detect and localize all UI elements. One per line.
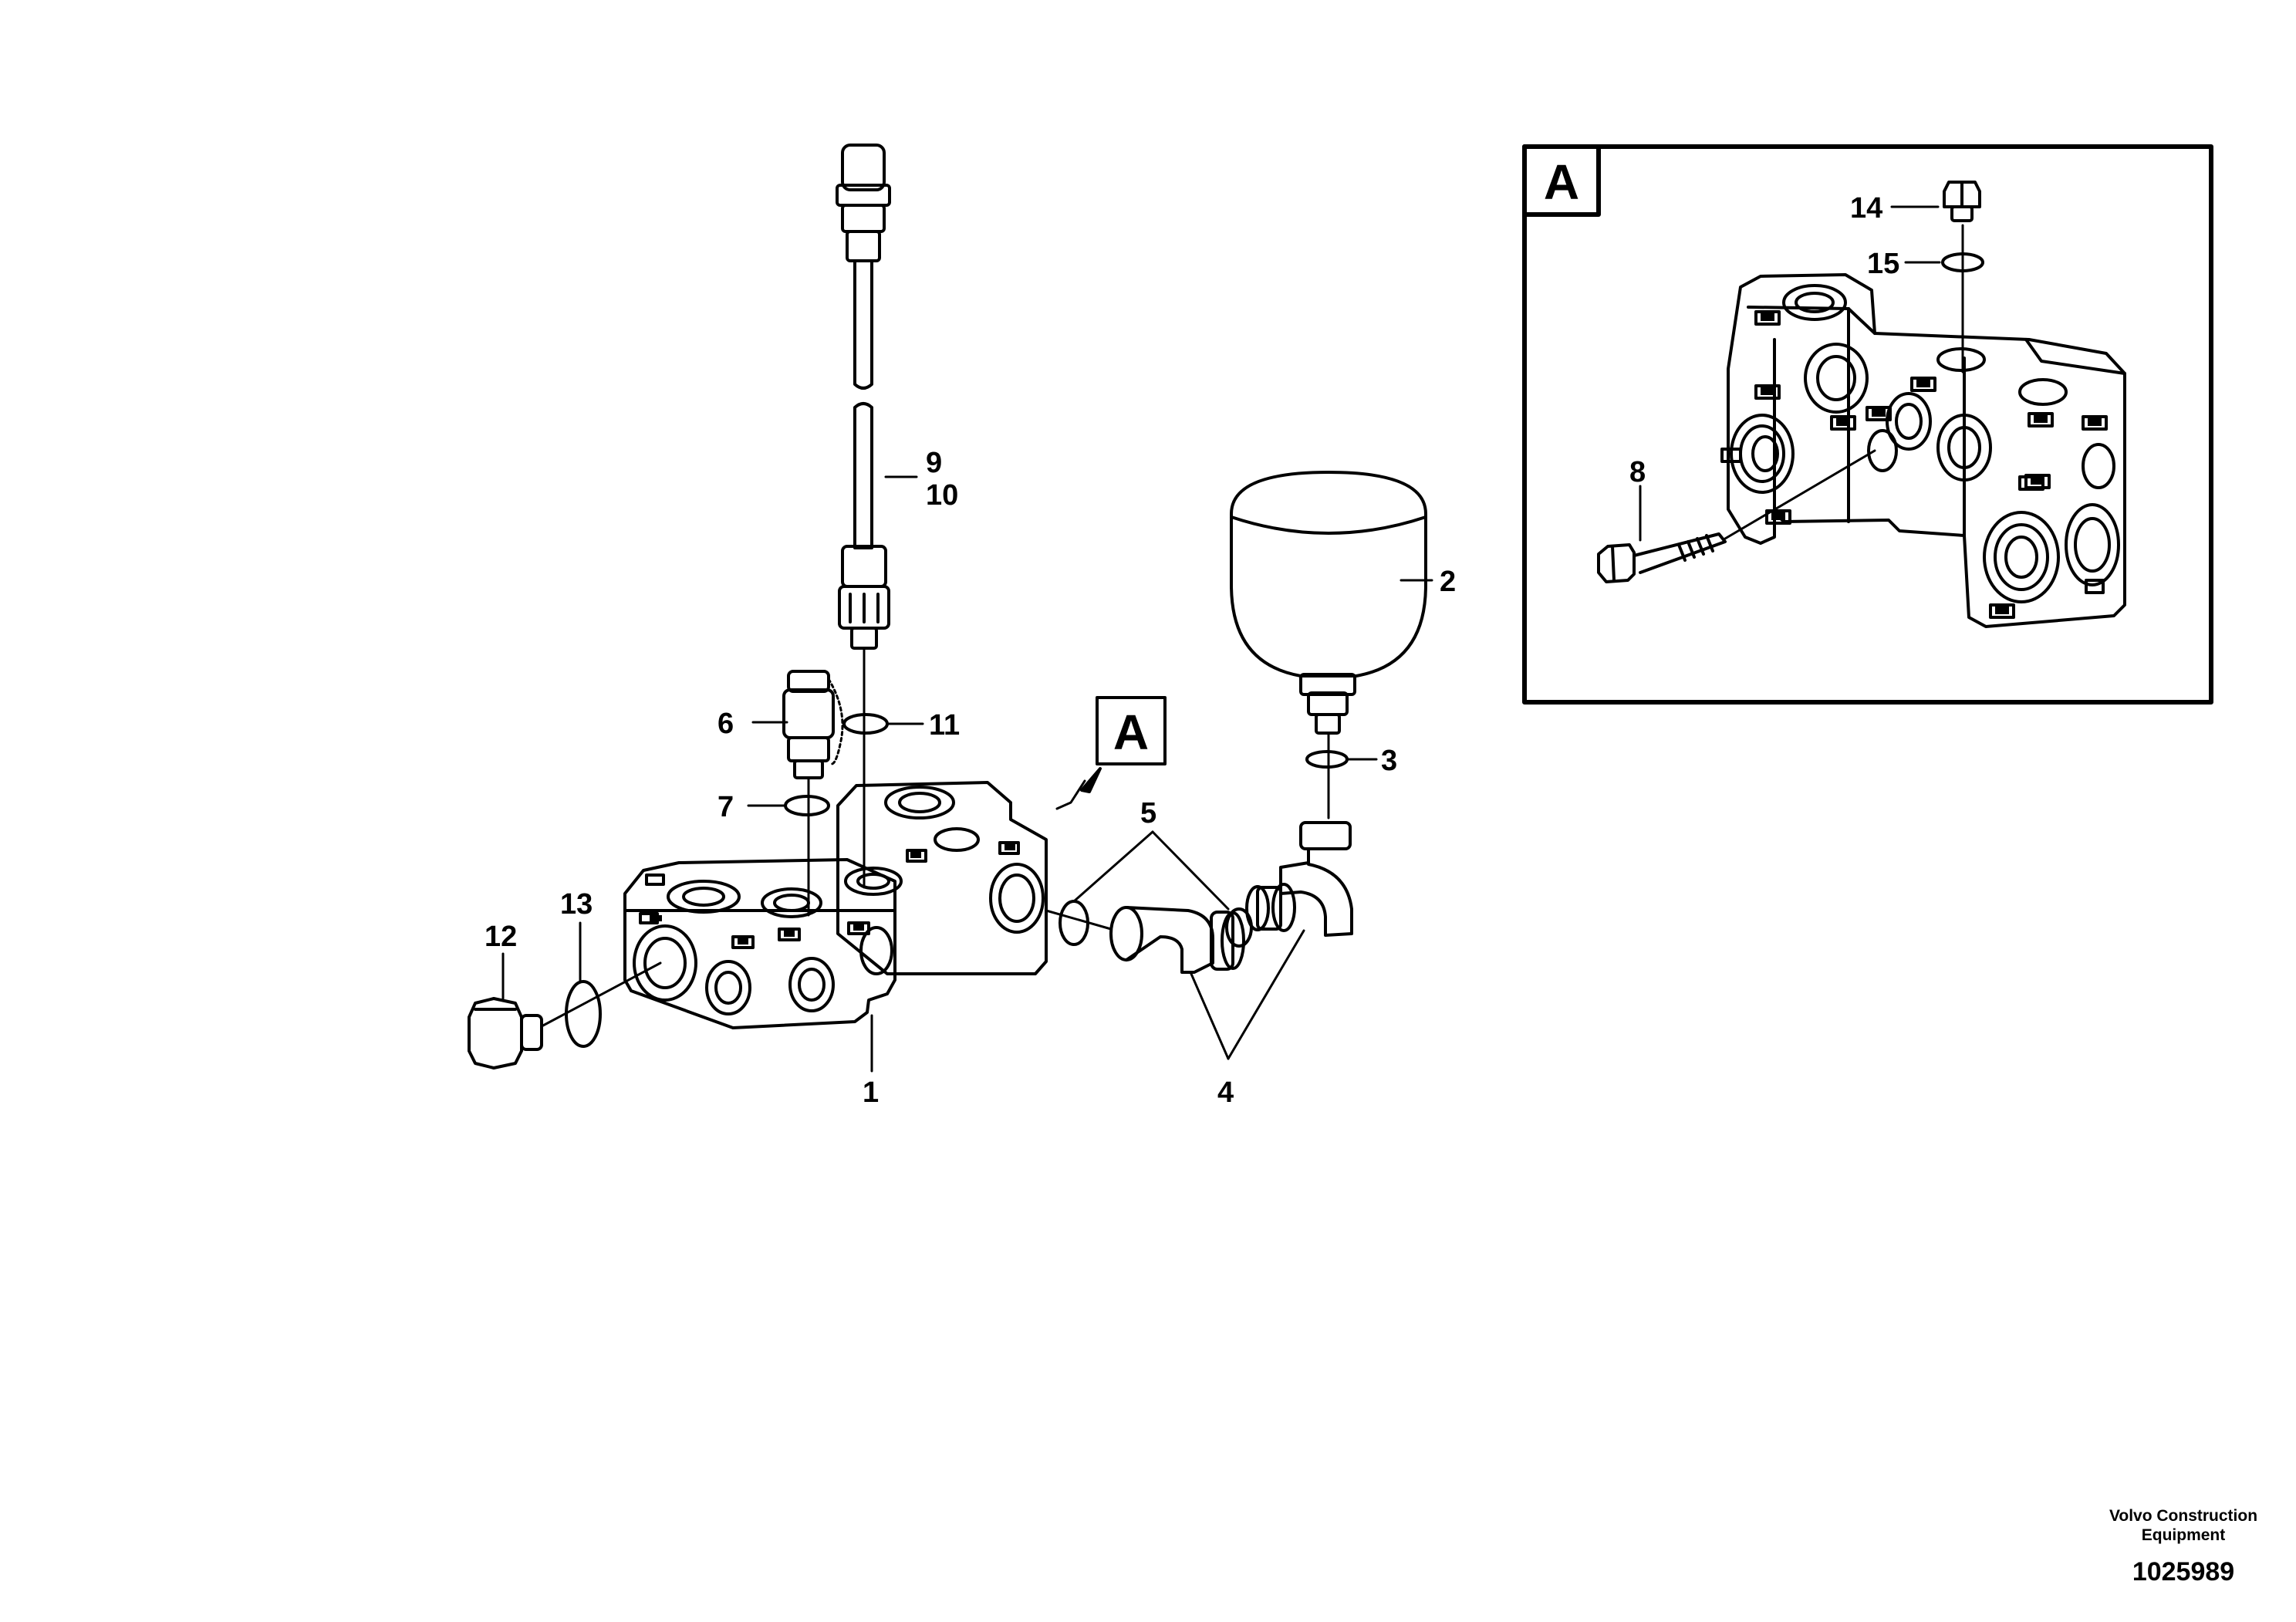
callout-4: 4 <box>1217 1076 1234 1109</box>
pressure-sensor-rod <box>836 144 891 889</box>
inset-bolt-8 <box>1597 449 1876 583</box>
drawing-number: 1025989 <box>2132 1557 2235 1587</box>
o-ring-3 <box>1305 750 1349 769</box>
callout-2: 2 <box>1440 566 1456 598</box>
callout-9: 9 <box>926 447 942 479</box>
test-nipple <box>782 670 844 917</box>
brand-caption: Volvo Construction Equipment <box>2052 1506 2296 1545</box>
seal-washer-7 <box>784 795 830 816</box>
callout-5: 5 <box>1140 797 1156 830</box>
callout-1: 1 <box>863 1076 879 1109</box>
callout-13: 13 <box>560 888 593 921</box>
detail-ref-box-main <box>1055 696 1167 810</box>
o-ring-5-left <box>1059 900 1089 946</box>
inset-plug-14 <box>1943 181 1981 222</box>
brand-line-1: Volvo Construction <box>2109 1507 2258 1525</box>
o-ring-13 <box>565 980 602 1048</box>
callout-6: 6 <box>718 708 734 740</box>
leader-lines <box>501 475 1433 1073</box>
port-tags <box>650 313 2102 944</box>
callout-labels: 1 2 3 4 5 6 7 8 9 10 11 12 13 14 15 <box>485 192 1899 1109</box>
callout-3: 3 <box>1381 745 1397 777</box>
inset-valve-block <box>1720 273 2126 628</box>
callout-8: 8 <box>1629 456 1646 488</box>
elbow-fitting-upper <box>1245 821 1353 937</box>
seal-washer-11 <box>842 713 889 735</box>
plug-12 <box>468 997 543 1070</box>
callout-12: 12 <box>485 921 517 953</box>
elbow-fitting-lower <box>1109 906 1245 974</box>
callout-7: 7 <box>718 791 734 823</box>
callout-10: 10 <box>926 479 958 512</box>
callout-14: 14 <box>1850 192 1882 225</box>
inset-detail-frame <box>1522 144 2213 705</box>
valve-block <box>623 781 1048 1029</box>
accumulator <box>1230 471 1427 819</box>
brand-line-2: Equipment <box>2141 1526 2226 1544</box>
o-ring-5-right <box>1225 907 1253 948</box>
callout-15: 15 <box>1867 248 1899 280</box>
callout-11: 11 <box>929 709 960 742</box>
detail-ref-letter-main: A <box>1113 705 1149 760</box>
detail-ref-letter-inset: A <box>1544 154 1579 210</box>
